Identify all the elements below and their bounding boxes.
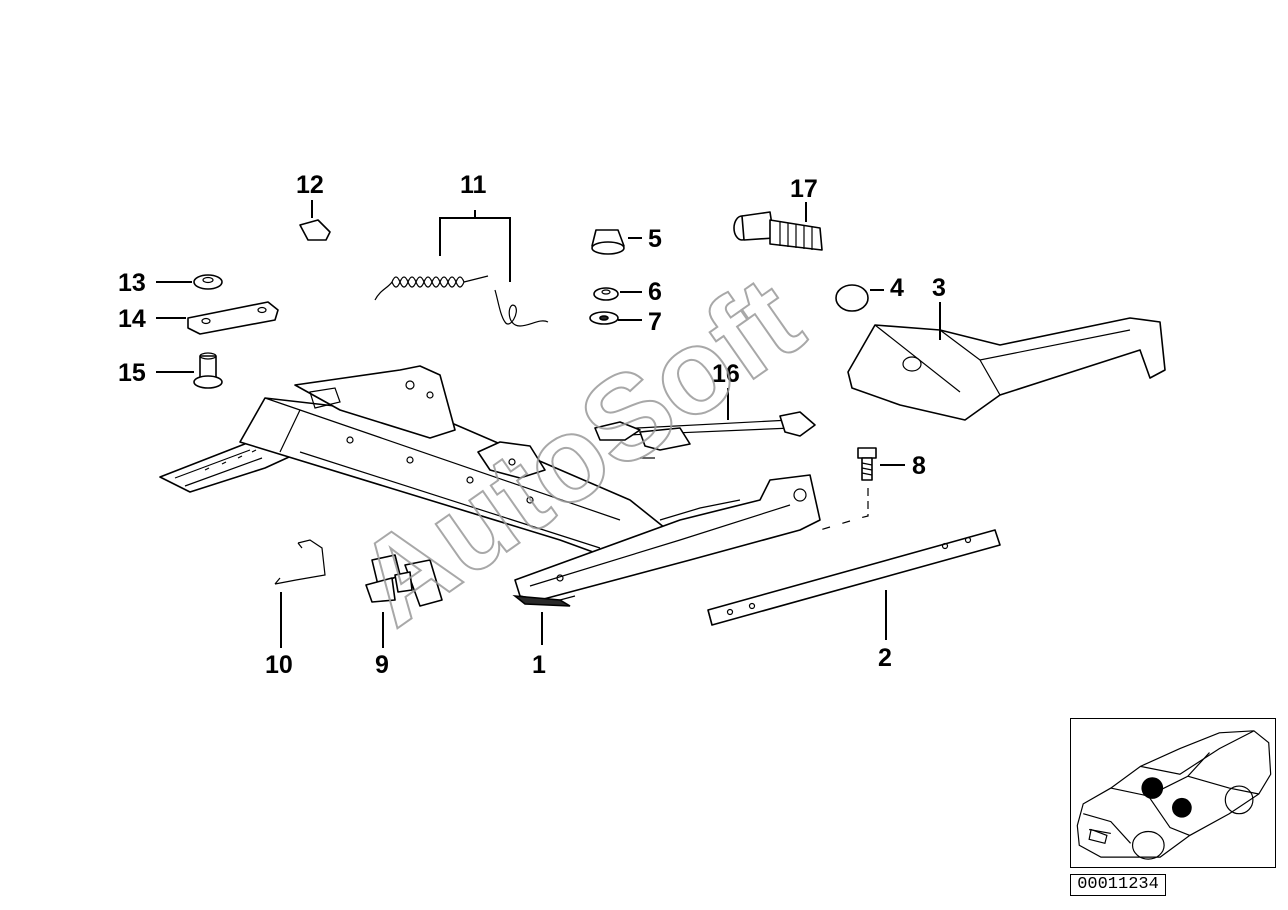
part-10-wire-clip <box>274 539 326 648</box>
part-7-washer <box>589 311 642 325</box>
part-6-nut <box>593 287 642 301</box>
label-14: 14 <box>118 305 146 333</box>
part-16-rod <box>594 388 816 459</box>
label-16: 16 <box>712 360 740 388</box>
diagram-code-label: 00011234 <box>1070 874 1166 896</box>
label-10: 10 <box>265 651 293 679</box>
part-3-cover <box>847 302 1166 421</box>
label-11: 11 <box>460 171 487 199</box>
car-icon <box>1076 730 1272 860</box>
label-17: 17 <box>790 175 818 203</box>
part-17-adjuster <box>733 202 823 251</box>
part-15-rivet <box>156 352 223 389</box>
label-5: 5 <box>648 225 662 253</box>
label-3: 3 <box>932 274 946 302</box>
part-11-springs <box>374 210 549 327</box>
label-2: 2 <box>878 644 892 672</box>
label-15: 15 <box>118 359 146 387</box>
label-1: 1 <box>532 651 546 679</box>
part-2-rail-strip <box>707 529 1001 640</box>
part-8-bolt <box>819 447 905 531</box>
label-13: 13 <box>118 269 146 297</box>
label-6: 6 <box>648 278 662 306</box>
part-1-seat-frame <box>159 365 821 645</box>
label-8: 8 <box>912 452 926 480</box>
label-9: 9 <box>375 651 389 679</box>
part-12-clip <box>299 200 331 241</box>
part-5-bushing <box>591 229 642 255</box>
label-7: 7 <box>648 308 662 336</box>
part-14-plate <box>156 301 279 335</box>
part-9-clip <box>365 554 443 648</box>
part-4-cap <box>835 284 884 312</box>
vehicle-locator-inset <box>1070 718 1276 868</box>
label-12: 12 <box>296 171 324 199</box>
part-13-spacer <box>156 274 223 290</box>
label-4: 4 <box>890 274 904 302</box>
